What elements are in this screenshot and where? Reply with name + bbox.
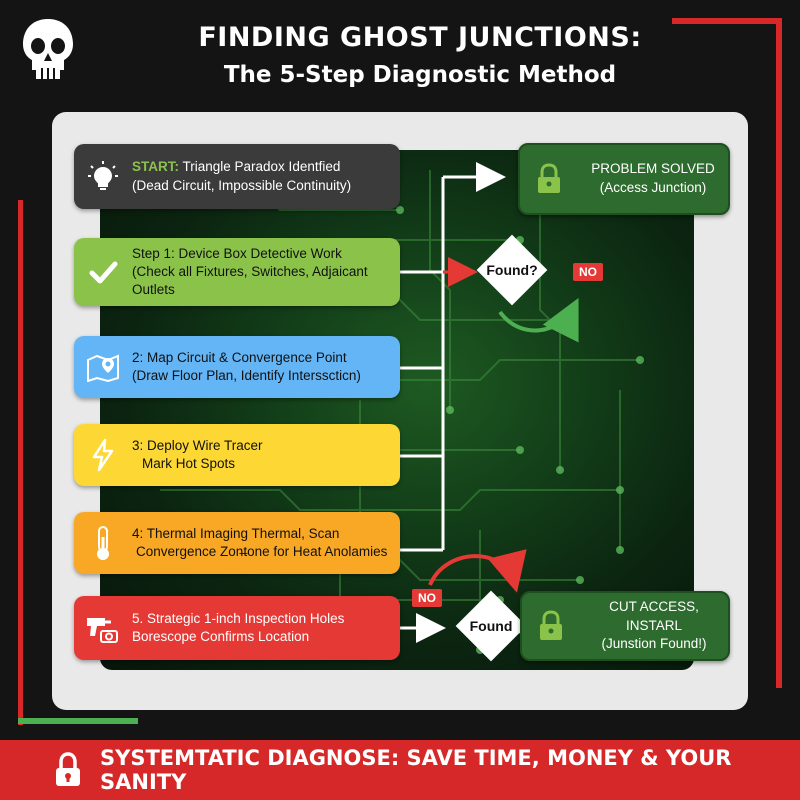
outcome-problem-solved: PROBLEM SOLVED (Access Junction)	[518, 143, 730, 215]
start-prefix: START:	[132, 159, 179, 175]
step-1: Step 1: Device Box Detective Work (Check…	[74, 238, 400, 306]
step5-text-line2: Borescope Confirms Location	[132, 629, 310, 644]
step4-text-line1: 4: Thermal Imaging Thermal, Scan	[132, 525, 340, 541]
step-4: 4: Thermal Imaging Thermal, Scan Converg…	[74, 512, 400, 574]
footer-banner: SYSTEMTATIC DIAGNOSE: SAVE TIME, MONEY &…	[0, 740, 800, 800]
step5-text-line1: 5. Strategic 1-inch Inspection Holes	[132, 610, 345, 626]
step1-text-line3: Outlets	[132, 282, 175, 298]
step-3: 3: Deploy Wire Tracer Mark Hot Spots	[74, 424, 400, 486]
lightning-icon	[74, 438, 132, 472]
step2-text-line2: (Draw Floor Plan, Identify Intersscticn)	[132, 368, 361, 383]
drill-camera-icon	[74, 612, 132, 644]
lock-icon	[54, 752, 82, 788]
step4-text-line2: Convergence Zon̶tone for Heat Anolamies	[136, 544, 388, 559]
lightbulb-icon	[74, 160, 132, 194]
outcome-bottom-line2: (Junstion Found!)	[601, 636, 707, 652]
decision-top-label: Found?	[486, 262, 538, 278]
step3-text-line2: Mark Hot Spots	[142, 456, 236, 471]
step-start: START: Triangle Paradox Identfied (Dead …	[74, 144, 400, 209]
outcome-top-line1: PROBLEM SOLVED	[591, 161, 715, 177]
outcome-bottom-line1: CUT ACCESS, INSTARL	[609, 598, 699, 633]
skull-icon	[18, 16, 78, 82]
footer-text: SYSTEMTATIC DIAGNOSE: SAVE TIME, MONEY &…	[100, 746, 732, 794]
outcome-cut-access: CUT ACCESS, INSTARL (Junstion Found!)	[520, 591, 730, 661]
step3-text-line1: 3: Deploy Wire Tracer	[132, 437, 263, 453]
decision-top-no-badge: NO	[573, 263, 603, 281]
corner-accent-top-right	[672, 18, 782, 24]
lock-icon	[522, 610, 580, 642]
corner-accent-bottom-left	[18, 718, 138, 724]
lock-icon	[520, 163, 578, 195]
step-5: 5. Strategic 1-inch Inspection Holes Bor…	[74, 596, 400, 660]
decision-found-top: Found?	[476, 234, 548, 306]
start-text-line1: Triangle Paradox Identfied	[179, 159, 341, 175]
checkmark-icon	[74, 257, 132, 287]
step1-text-line2: (Check all Fixtures, Switches, Adjaicant	[132, 263, 368, 279]
start-text-line2: (Dead Circuit, Impossible Continuity)	[132, 177, 352, 193]
decision-found-bottom: Found	[455, 590, 527, 662]
decision-bottom-label: Found	[469, 618, 513, 634]
decision-bottom-no-badge: NO	[412, 589, 442, 607]
outcome-top-line2: (Access Junction)	[599, 180, 707, 195]
corner-accent-right-vertical	[776, 18, 782, 688]
step1-text-line1: Step 1: Device Box Detective Work	[132, 245, 342, 261]
step-2: 2: Map Circuit & Convergence Point (Draw…	[74, 336, 400, 398]
map-pin-icon	[74, 352, 132, 382]
step2-text-line1: 2: Map Circuit & Convergence Point	[132, 349, 347, 365]
page-subtitle: The 5-Step Diagnostic Method	[223, 62, 617, 88]
page-title: FINDING GHOST JUNCTIONS:	[198, 22, 642, 53]
corner-accent-left-vertical	[18, 200, 23, 725]
thermometer-icon	[74, 525, 132, 561]
